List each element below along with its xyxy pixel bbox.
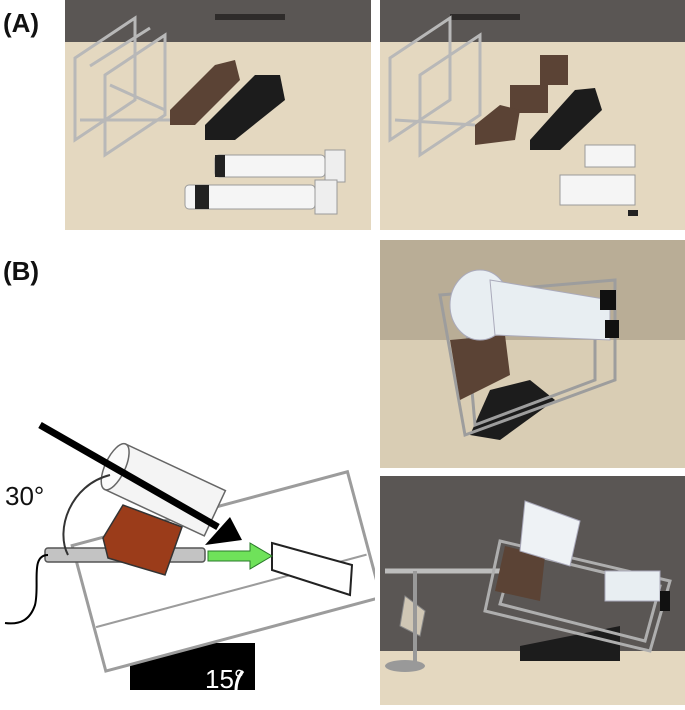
photo-a-right [380, 0, 685, 230]
wire-stand [73, 15, 175, 158]
small-syringes [559, 144, 638, 216]
brown-block-small [540, 55, 568, 85]
angle-30-label: 30° [5, 481, 44, 511]
panel-a-label: (A) [3, 8, 40, 38]
lab-clamp [385, 568, 500, 672]
brown-block [102, 504, 183, 576]
angle-15-label: 15° [205, 664, 244, 694]
brown-block [495, 546, 545, 601]
incident-arrow-head [205, 517, 242, 545]
black-wedge [205, 75, 285, 140]
flow-arrow [207, 542, 273, 570]
panel-b-label: (B) [3, 256, 40, 286]
syringe-barrel [271, 541, 354, 597]
brown-block [510, 85, 548, 113]
brown-wedge [170, 60, 240, 125]
photo-b-bottom [380, 476, 685, 705]
cable [4, 554, 49, 625]
angle-arc-30 [62, 474, 111, 556]
incident-arrow-shaft [38, 421, 220, 531]
cup [519, 500, 581, 567]
brown-block [450, 335, 510, 400]
brown-wedge [475, 105, 520, 145]
angle-arc-15 [234, 670, 245, 691]
photo-a-left [65, 0, 371, 230]
black-wedge [530, 88, 602, 150]
photo-b-top [380, 240, 685, 468]
syringes [184, 149, 346, 215]
black-wedge [520, 626, 620, 661]
wire-stand [388, 15, 482, 158]
schematic-diagram: 15° 30° [0, 405, 383, 710]
